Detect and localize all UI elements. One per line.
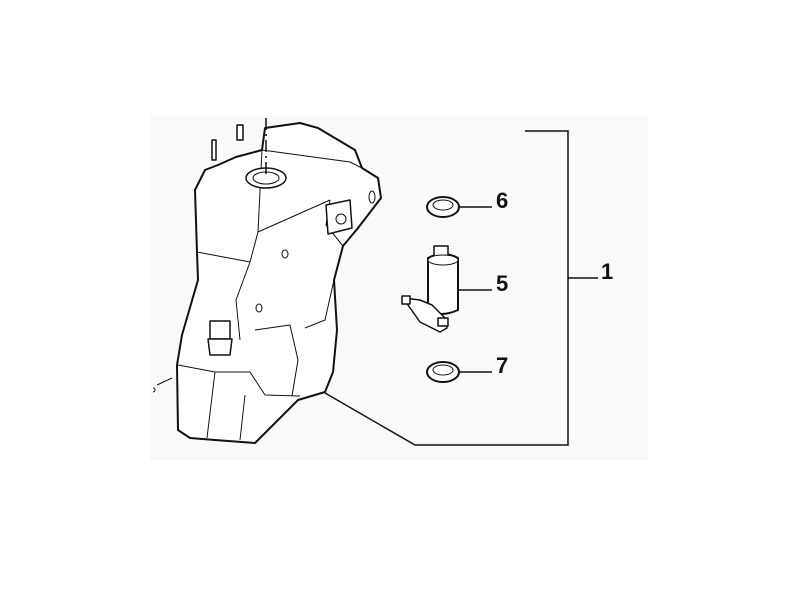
callout-1: 1: [601, 259, 613, 284]
assembly-bracket: [324, 130, 569, 446]
callout-5: 5: [496, 271, 508, 296]
callout-6: 6: [496, 188, 508, 213]
pump-5-drawing: [401, 245, 459, 333]
seal-7-drawing: [426, 361, 460, 383]
callout-7: 7: [496, 353, 508, 378]
seal-6-drawing: [426, 196, 460, 218]
washer-reservoir-drawing: [152, 118, 382, 444]
